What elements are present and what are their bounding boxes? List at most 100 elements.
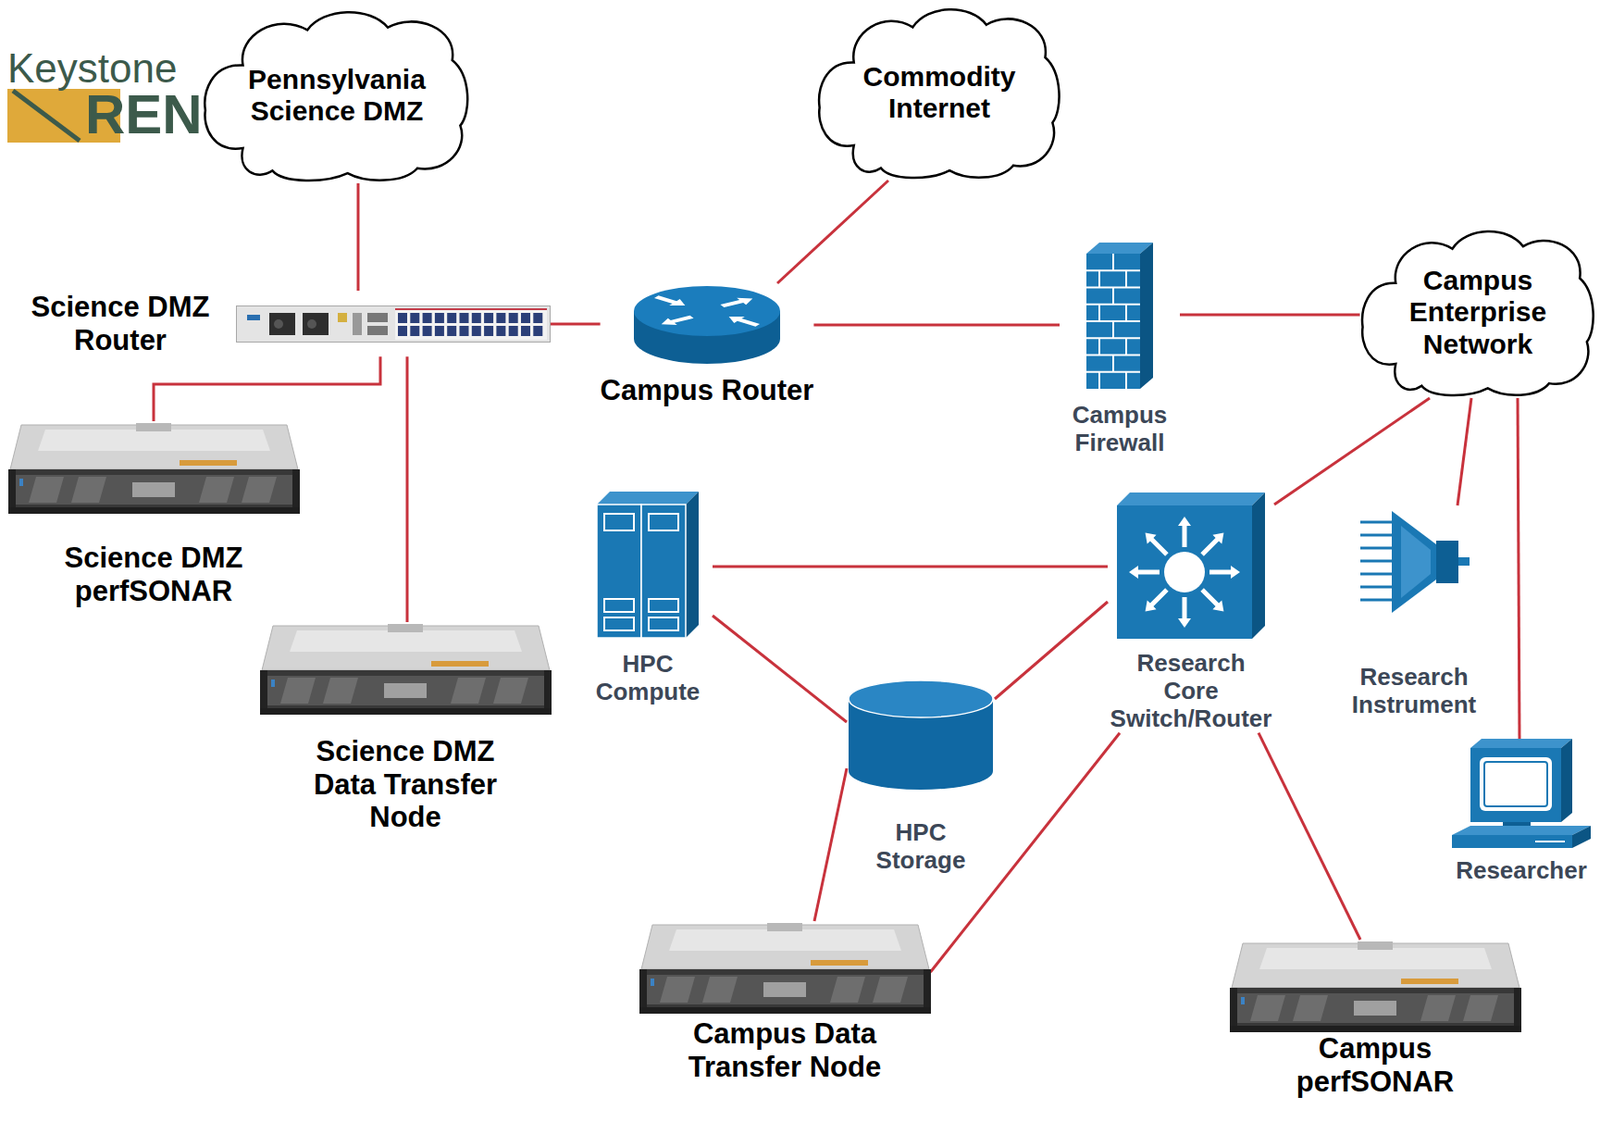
icon-part [656, 313, 696, 328]
icon-part [810, 959, 869, 966]
node-label: Commodity Internet [853, 61, 1026, 125]
network-link [153, 356, 381, 422]
icon-part [1561, 738, 1573, 822]
icon-part [1086, 269, 1141, 272]
icon-part [1229, 987, 1522, 1029]
icon-part [260, 669, 268, 711]
icon-part [71, 476, 107, 503]
icon-part [1098, 337, 1101, 355]
cloud-node: Commodity Internet [817, 4, 1063, 181]
router-device-icon [235, 305, 551, 343]
node-label: HPC Compute [582, 650, 713, 707]
icon-part [1098, 270, 1101, 287]
icon-part [639, 968, 931, 1010]
server-icon [639, 920, 931, 1014]
icon-part [639, 1006, 931, 1014]
icon-part [702, 976, 738, 1003]
icon-part [10, 424, 298, 470]
icon-part [204, 12, 468, 181]
icon-part [19, 478, 24, 486]
icon-part [1197, 584, 1228, 616]
node-label: HPC Storage [855, 818, 986, 875]
network-link [406, 356, 410, 622]
storage-node: HPC Storage [846, 678, 995, 875]
icon-part [1197, 528, 1228, 559]
icon-part [1112, 287, 1115, 305]
icon-part [292, 469, 300, 510]
network-link [1517, 397, 1520, 739]
switch-node: Research Core Switch/Router [1107, 492, 1275, 733]
network-link [1457, 397, 1472, 506]
icon-part [367, 312, 388, 323]
icon-part [508, 312, 519, 323]
icon-part [409, 312, 420, 323]
node-label: Campus Enterprise Network [1395, 264, 1562, 361]
icon-part [395, 308, 547, 340]
icon-part [1178, 596, 1191, 628]
icon-part [483, 325, 494, 336]
icon-part [1125, 304, 1128, 322]
icon-part [596, 491, 699, 505]
icon-part [520, 312, 531, 323]
icon-part [446, 312, 457, 323]
icon-part [1391, 510, 1437, 613]
icon-part [28, 476, 64, 503]
icon-part [1479, 756, 1552, 811]
node-label: Campus Firewall [1059, 401, 1180, 458]
network-link [712, 615, 847, 722]
icon-part [261, 625, 550, 670]
icon-part [136, 422, 172, 432]
icon-part [1112, 355, 1115, 373]
icon-part [659, 976, 695, 1003]
icon-part [722, 313, 763, 329]
icon-part [459, 312, 470, 323]
network-link [1179, 313, 1361, 317]
icon-part [1098, 372, 1101, 389]
icon-part [767, 922, 803, 931]
icon-part [1086, 336, 1141, 339]
icon-part [1451, 834, 1573, 848]
icon-part [260, 669, 552, 711]
icon-part [604, 513, 634, 531]
router-node: Campus Router [600, 283, 815, 408]
icon-part [848, 680, 993, 718]
network-link [1258, 732, 1361, 940]
icon-part [1252, 492, 1266, 639]
icon-part [1178, 516, 1191, 547]
icon-part [646, 974, 924, 1005]
icon-part [641, 504, 686, 638]
logo-text: REN [85, 86, 203, 143]
icon-part [1128, 565, 1160, 579]
node-label: Science DMZ perfSONAR [47, 541, 261, 608]
icon-part [1178, 596, 1191, 628]
icon-part [1229, 1025, 1522, 1032]
icon-part [471, 325, 482, 336]
icon-part [260, 707, 552, 715]
node-label: Science DMZ Data Transfer Node [298, 734, 512, 834]
icon-part [648, 513, 679, 531]
icon-part [872, 976, 908, 1003]
network-link [813, 323, 1060, 327]
instrument-node: Research Instrument [1335, 505, 1493, 720]
icon-part [1125, 337, 1128, 355]
icon-part [650, 293, 691, 309]
icon-part [1098, 304, 1101, 322]
node-label: Research Instrument [1335, 663, 1493, 720]
workstation-node: Researcher [1451, 738, 1591, 885]
icon-part [508, 325, 519, 336]
icon-part [459, 325, 470, 336]
icon-part [236, 305, 551, 342]
node-label: Research Core Switch/Router [1107, 649, 1275, 733]
icon-part [132, 482, 175, 497]
icon-part [650, 293, 763, 328]
node-label: Campus perfSONAR [1268, 1031, 1482, 1098]
icon-part [8, 469, 300, 510]
router-icon [631, 283, 784, 367]
icon-part [1141, 584, 1172, 616]
icon-part [387, 623, 423, 633]
icon-part [596, 504, 642, 638]
icon-part [633, 285, 781, 336]
icon-part [1086, 371, 1141, 373]
icon-part [1484, 761, 1548, 807]
logo-text: Keystone [7, 48, 177, 89]
